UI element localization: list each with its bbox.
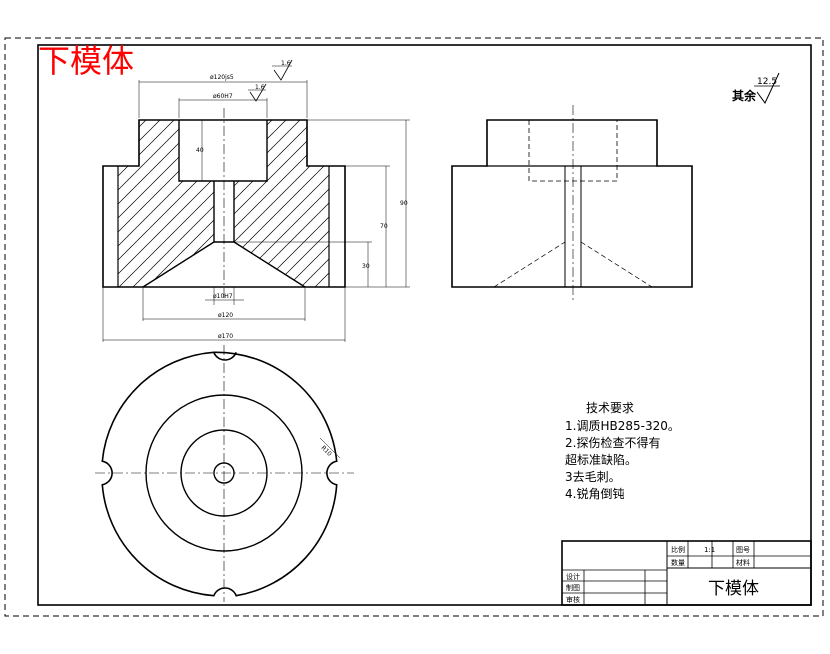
- general-roughness-prefix: 其余: [732, 88, 757, 103]
- general-roughness-symbol: 其余 12.5: [732, 72, 780, 104]
- dim-bore-depth: 40: [196, 120, 204, 181]
- svg-text:ø60H7: ø60H7: [213, 93, 233, 100]
- svg-text:ø170: ø170: [218, 333, 233, 340]
- svg-text:1.6: 1.6: [255, 84, 265, 91]
- dim-small-hole: ø10H7: [205, 287, 244, 305]
- sheet-frame: [4, 37, 824, 617]
- part-name: 下模体: [708, 579, 759, 599]
- drawing-title: 下模体: [38, 42, 134, 80]
- dim-bore-width: ø60H7: [178, 93, 268, 118]
- svg-text:R10: R10: [320, 444, 333, 457]
- svg-text:90: 90: [400, 200, 408, 207]
- svg-text:40: 40: [196, 147, 204, 154]
- scale-value: 1:1: [704, 546, 715, 554]
- front-bore: [178, 120, 268, 182]
- tech-req-item: 4.锐角倒钝: [565, 487, 624, 501]
- material-label: 材料: [736, 558, 750, 567]
- side-hidden-cone: [493, 241, 653, 288]
- roughness-bore-face: 1.6: [248, 83, 267, 102]
- svg-text:70: 70: [380, 223, 388, 230]
- dim-cone-base: ø120: [142, 287, 306, 321]
- reviewer-label: 审核: [566, 595, 580, 604]
- plan-view: R10: [95, 345, 354, 602]
- designer-label: 设计: [566, 572, 580, 581]
- tech-req-title: 技术要求: [586, 401, 634, 415]
- dim-slot-radius: R10: [320, 437, 341, 459]
- inner-drawing-border: [37, 44, 812, 606]
- side-outline: [451, 119, 693, 288]
- front-section-view: ø120js5 ø60H7 1.6 1.6 40: [102, 59, 410, 342]
- svg-text:ø120: ø120: [218, 312, 233, 319]
- tech-req-item: 超标准缺陷。: [565, 452, 637, 467]
- svg-text:ø120js5: ø120js5: [210, 74, 234, 81]
- outer-trim-border: [4, 37, 824, 617]
- svg-text:1.6: 1.6: [281, 60, 291, 67]
- svg-text:ø10H7: ø10H7: [213, 293, 233, 300]
- tech-req-item: 1.调质HB285-320。: [565, 419, 680, 433]
- dim-top-width: ø120js5: [138, 74, 308, 118]
- title-block: 比例 1:1 图号 数量 材料 设计 制图 审核 下模体: [561, 540, 812, 606]
- dim-total-height: 90: [307, 119, 410, 288]
- drawing-no-label: 图号: [736, 546, 750, 554]
- tech-req-item: 3去毛刺。: [565, 470, 621, 484]
- quantity-label: 数量: [671, 558, 685, 567]
- section-hatch-right: [234, 120, 329, 287]
- side-view: [451, 105, 693, 300]
- roughness-top-face: 1.6: [272, 59, 293, 81]
- section-hatch-left: [118, 120, 214, 287]
- drafter-label: 制图: [566, 583, 580, 592]
- plan-outer-contour: [101, 351, 338, 597]
- dim-body-height: 70: [345, 165, 390, 287]
- tech-req-item: 2.探伤检查不得有: [565, 435, 660, 450]
- svg-text:30: 30: [362, 263, 370, 270]
- general-roughness-value: 12.5: [757, 77, 777, 87]
- technical-requirements: 技术要求 1.调质HB285-320。 2.探伤检查不得有 超标准缺陷。 3去毛…: [565, 401, 680, 501]
- dim-overall-width: ø170: [102, 287, 346, 342]
- scale-label: 比例: [671, 545, 685, 554]
- dim-cone-height: 30: [234, 241, 372, 287]
